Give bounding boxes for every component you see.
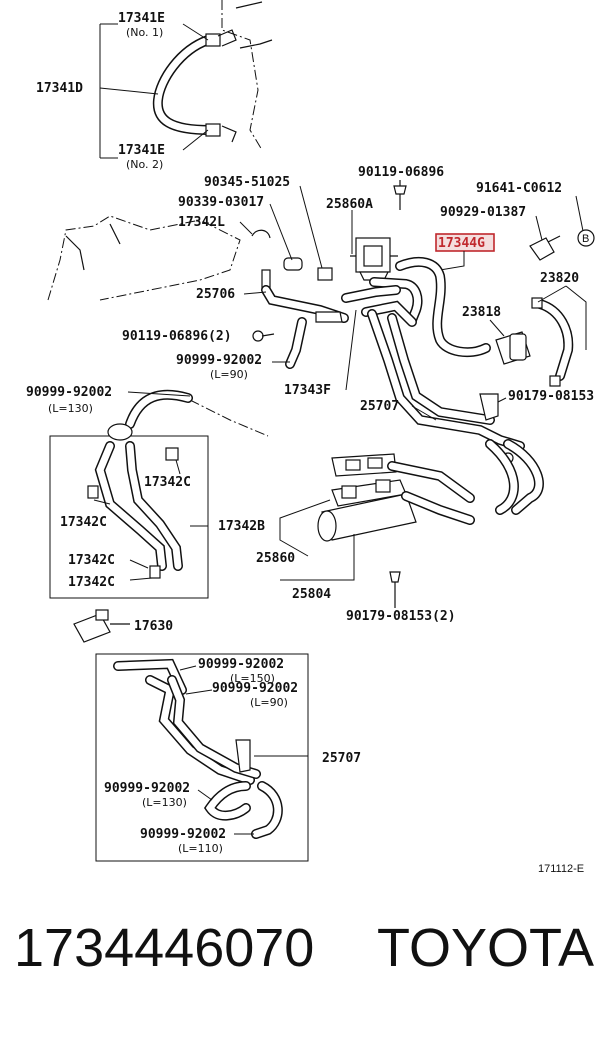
hose-17341d[interactable]: [152, 29, 237, 143]
label-box-90999-l150-sub: (L=150): [230, 672, 275, 685]
bolt-90179-2: [389, 571, 401, 608]
canister-25860[interactable]: [317, 453, 475, 542]
pipe-25707-mid[interactable]: [367, 309, 544, 515]
label-90339: 90339-03017: [178, 195, 264, 210]
label-box-25707: 25707: [322, 751, 361, 766]
label-17341e-no2-sub: (No. 2): [126, 158, 163, 171]
vsv-25860a[interactable]: [350, 237, 398, 281]
label-91641: 91641-C0612: [476, 181, 562, 196]
label-25860a: 25860A: [326, 197, 373, 212]
label-17342c-3: 17342C: [68, 553, 115, 568]
label-90999-l130-sub: (L=130): [48, 402, 93, 415]
sensor-17630[interactable]: [73, 609, 130, 643]
hose-25706[interactable]: [261, 285, 349, 369]
label-25860: 25860: [256, 551, 295, 566]
label-box-90999-l130: 90999-92002: [104, 781, 190, 796]
footer-bar: 1734446070 TOYOTA: [14, 908, 594, 988]
part-number: 1734446070: [14, 918, 315, 978]
label-17341d: 17341D: [36, 81, 83, 96]
filter-23818[interactable]: [495, 331, 531, 365]
label-90345: 90345-51025: [204, 175, 290, 190]
vsv-connector: [317, 267, 333, 281]
brand-name: TOYOTA: [376, 918, 594, 978]
hose-23820[interactable]: [531, 297, 574, 387]
hoses-right-group[interactable]: [341, 256, 491, 358]
label-23818: 23818: [462, 305, 501, 320]
label-17341e-no1-sub: (No. 1): [126, 26, 163, 39]
callout-b-circle: [577, 229, 595, 247]
box-25707: [95, 653, 309, 862]
label-90999-l130: 90999-92002: [26, 385, 112, 400]
label-box-90999-l90-sub: (L=90): [250, 696, 288, 709]
label-90179-right: 90179-08153: [508, 389, 594, 404]
label-17342c-2: 17342C: [60, 515, 107, 530]
parts-diagram: 17341E (No. 1) 17341D 17341E (No. 2) 903…: [26, 0, 595, 875]
label-90929: 90929-01387: [440, 205, 526, 220]
clip-17341e-no2: [205, 123, 221, 137]
label-25804: 25804: [292, 587, 331, 602]
label-17343f: 17343F: [284, 383, 331, 398]
figure-code: 171112-E: [538, 863, 584, 875]
label-17344g[interactable]: 17344G: [438, 236, 485, 251]
label-90179-2: 90179-08153(2): [346, 609, 456, 624]
engine-outline-top: [221, 0, 273, 151]
hose-group-17342b[interactable]: [87, 389, 269, 579]
label-17342l: 17342L: [178, 215, 225, 230]
bolt-90119-2: [252, 330, 275, 342]
label-17341e-no2: 17341E: [118, 143, 165, 158]
label-25707-mid: 25707: [360, 399, 399, 414]
label-90999-l90-sub: (L=90): [210, 368, 248, 381]
label-23820: 23820: [540, 271, 579, 286]
label-90119-top: 90119-06896: [358, 165, 444, 180]
bolt-90119-top: [393, 180, 407, 210]
label-90999-l90: 90999-92002: [176, 353, 262, 368]
label-90119-2: 90119-06896(2): [122, 329, 232, 344]
highlight-17344g[interactable]: [435, 233, 495, 252]
label-box-90999-l110: 90999-92002: [140, 827, 226, 842]
pipe-25707-lower[interactable]: [113, 658, 283, 839]
label-25706: 25706: [196, 287, 235, 302]
label-17342c-1: 17342C: [144, 475, 191, 490]
clamp-91641: [529, 235, 561, 261]
intake-outline: [47, 215, 241, 301]
label-17341e-no1: 17341E: [118, 11, 165, 26]
parts-upper-left: [251, 229, 333, 291]
label-17342b: 17342B: [218, 519, 265, 534]
cap-90339: [283, 257, 303, 271]
label-box-90999-l130-sub: (L=130): [142, 796, 187, 809]
label-17630: 17630: [134, 619, 173, 634]
label-17342c-4: 17342C: [68, 575, 115, 590]
label-box-90999-l90: 90999-92002: [212, 681, 298, 696]
label-box-90999-l150: 90999-92002: [198, 657, 284, 672]
callout-b: B: [582, 233, 589, 245]
clip-17341e-no1: [205, 33, 221, 47]
label-box-90999-l110-sub: (L=110): [178, 842, 223, 855]
